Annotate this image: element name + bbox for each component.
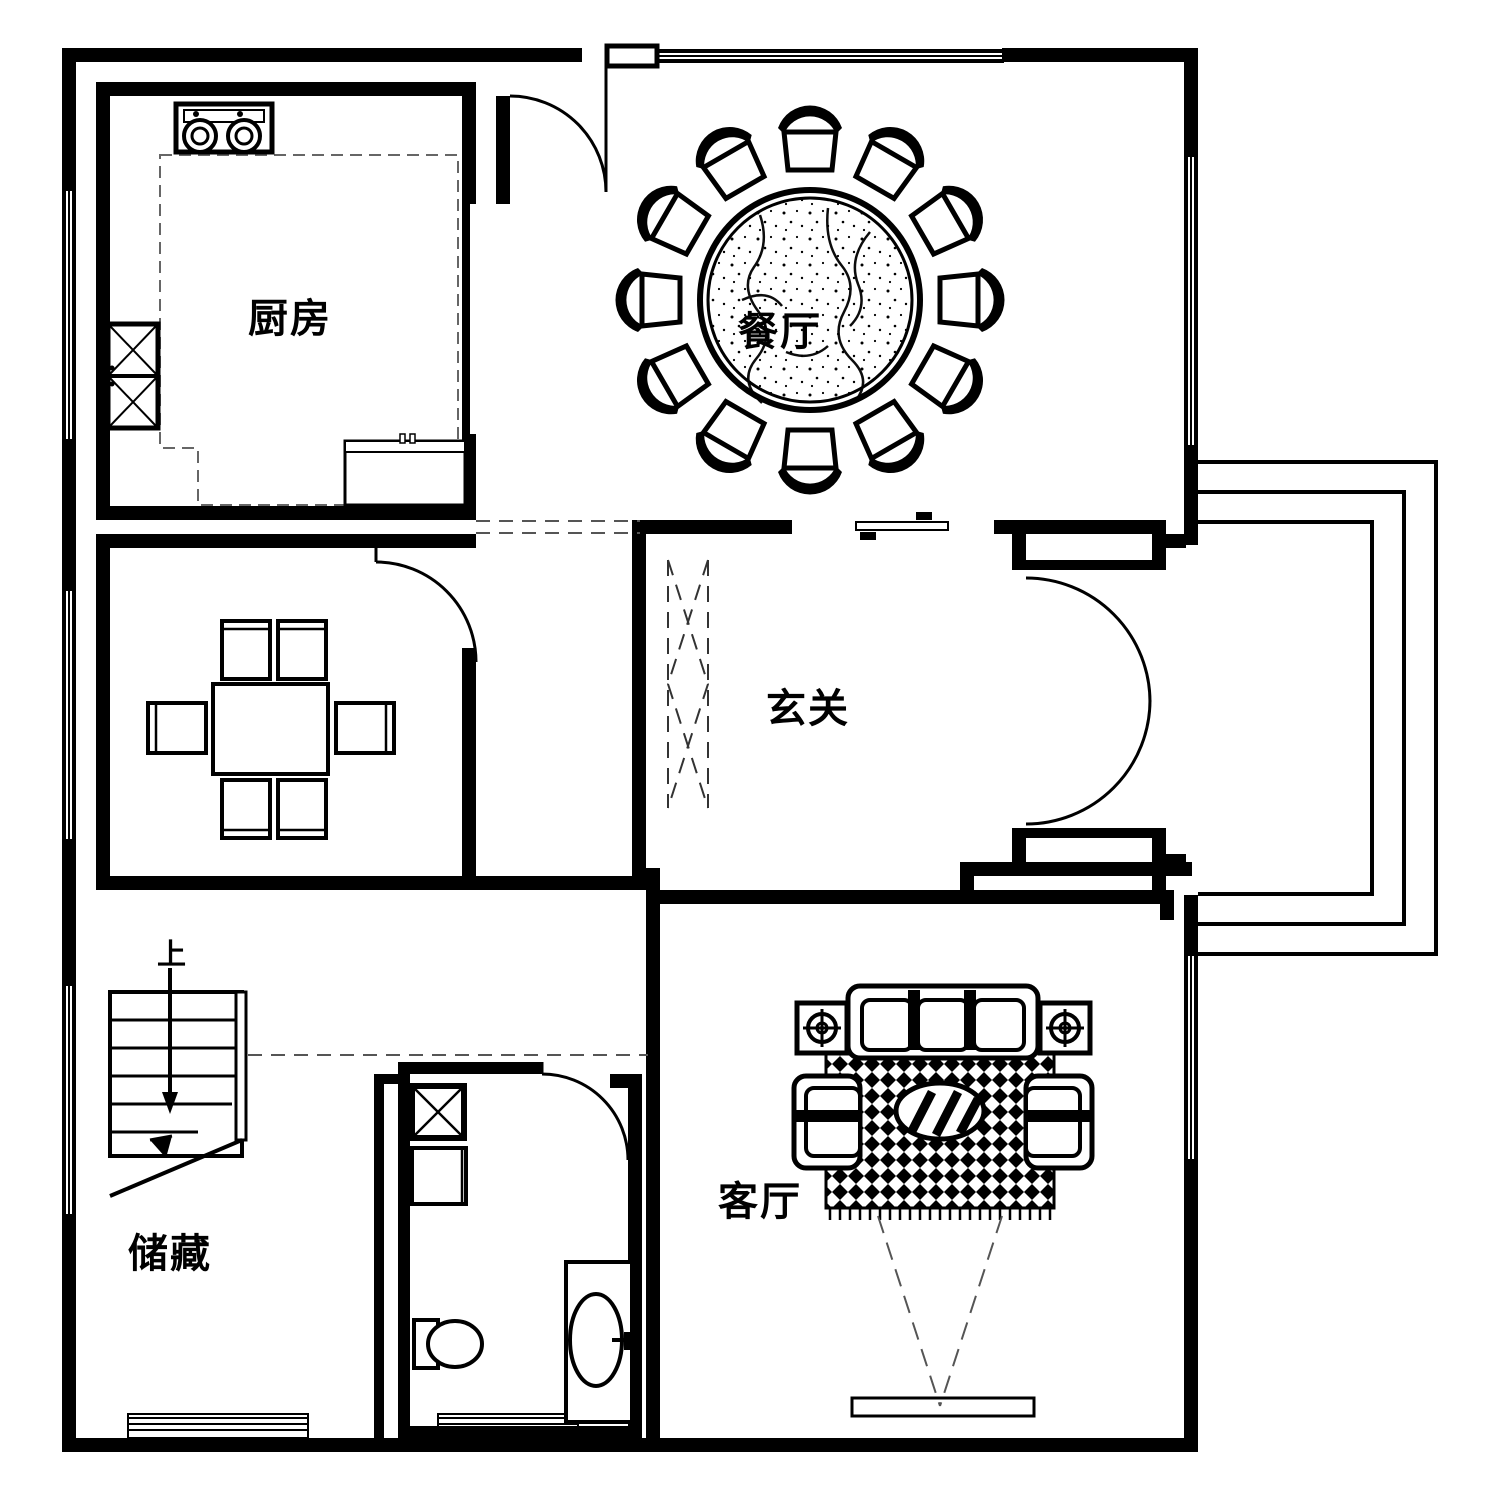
door-bathroom [540,1062,630,1161]
window-top-dining [604,43,1004,69]
window-bottom-storage [127,1413,309,1439]
dining-chairs [615,105,1005,495]
side-table-lamp-right [1037,1000,1093,1056]
window-right-living [1184,954,1198,1161]
stair-direction-arrow [149,968,178,1158]
window-left-kitchen [62,189,76,441]
window-left-breakfast [62,589,76,841]
window-right-dining [1184,155,1198,447]
entrance-porch [1198,460,1438,956]
porch-wall-returns [1166,534,1186,868]
tv-unit [850,1396,1036,1418]
staircase [108,990,248,1198]
bathroom-fixtures [409,1083,634,1424]
room-label-dining: 餐厅 [738,309,822,355]
three-seat-sofa [845,983,1041,1061]
kitchen-sink-counter [343,433,467,507]
stair-up-label: 上 [157,937,187,971]
room-label-foyer: 玄关 [766,686,850,732]
foyer-cabinet-hatch [666,559,710,809]
room-label-storage: 储藏 [128,1231,212,1277]
armchair-left [791,1073,863,1171]
dining-opening-mark [855,512,949,540]
side-table-lamp-left [794,1000,850,1056]
oval-coffee-table [893,1080,987,1142]
window-left-storage [62,984,76,1216]
armchair-right [1023,1073,1095,1171]
entry-double-doors [1025,576,1152,826]
square-dining-set [146,619,396,840]
interior-walls [96,82,1192,1438]
round-dining-table [697,187,923,413]
room-label-living: 客厅 [718,1179,802,1225]
kitchen-counter-outline [159,154,459,506]
door-kitchen [509,66,608,193]
tv-viewing-cone [877,1215,1003,1407]
hidden-lines [248,520,648,1056]
door-breakfast-room [374,548,478,663]
room-label-kitchen: 厨房 [248,296,332,342]
kitchen-appliance-unit [105,321,161,431]
gas-stove-2-burner [173,101,275,155]
